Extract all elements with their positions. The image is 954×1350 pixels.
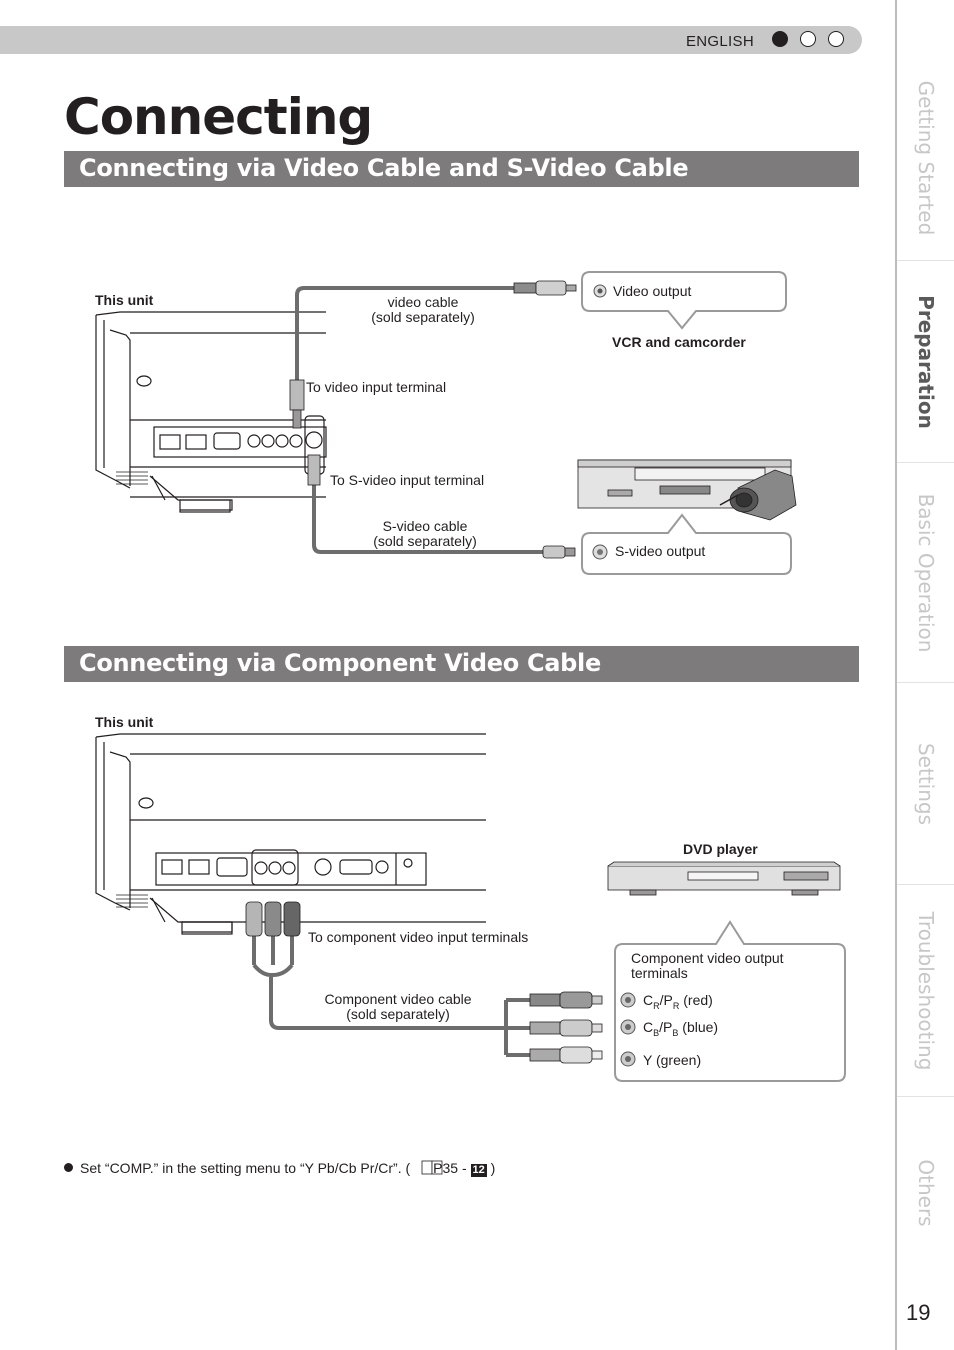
- svideo-cable-plug: [542, 545, 566, 559]
- section-heading-bar: Connecting via Component Video Cable: [64, 646, 859, 682]
- to-svideo-input-label: To S-video input terminal: [330, 472, 485, 488]
- tab-troubleshooting[interactable]: Troubleshooting: [897, 886, 954, 1097]
- component-plugs-projector: [245, 901, 301, 937]
- component-cable-label: Component video cable (sold separately): [318, 992, 478, 1022]
- tab-label: Settings: [913, 742, 938, 826]
- dvd-player-illustration: [607, 861, 841, 896]
- note-ref-number: 12: [470, 1164, 487, 1177]
- component-output-title: Component video output terminals: [631, 951, 784, 981]
- section-heading-video-svideo: Connecting via Video Cable and S-Video C…: [79, 154, 689, 182]
- component-cable: [252, 935, 532, 1057]
- header-bar: [0, 26, 862, 54]
- tab-settings[interactable]: Settings: [897, 684, 954, 885]
- component-jack-icons: [620, 992, 636, 1067]
- video-cable-label: video cable (sold separately): [364, 295, 482, 325]
- this-unit-label: This unit: [95, 714, 154, 730]
- cb-pb-label: CB/PB (blue): [643, 1019, 719, 1038]
- page-indicator-dot-active: [772, 31, 788, 47]
- video-cable: [295, 286, 515, 400]
- projector-illustration-1: [95, 311, 327, 513]
- video-cable-connector: [289, 379, 305, 411]
- svideo-cable-note: (sold separately): [373, 533, 477, 549]
- component-cable-name: Component video cable: [324, 991, 472, 1007]
- note-text: Set “COMP.” in the setting menu to “Y Pb…: [80, 1160, 411, 1176]
- svideo-output-callout: [581, 513, 792, 575]
- video-output-label: Video output: [613, 283, 692, 299]
- tab-basic-operation[interactable]: Basic Operation: [897, 464, 954, 683]
- page-indicator-dot: [800, 31, 816, 47]
- component-cable-note: (sold separately): [346, 1006, 450, 1022]
- setting-note: Set “COMP.” in the setting menu to “Y Pb…: [64, 1160, 495, 1177]
- camcorder-illustration: [719, 469, 797, 521]
- projector-illustration-2: [95, 733, 486, 935]
- video-cable-note: (sold separately): [371, 309, 475, 325]
- component-output-title-line2: terminals: [631, 965, 688, 981]
- tab-label: Preparation: [913, 295, 938, 429]
- to-video-input-label: To video input terminal: [306, 379, 447, 395]
- video-cable-plug: [513, 282, 537, 294]
- component-plugs-dvd: [529, 991, 603, 1064]
- cr-pr-label: CR/PR (red): [643, 992, 713, 1011]
- section-heading-bar: Connecting via Video Cable and S-Video C…: [64, 151, 859, 187]
- tab-label: Basic Operation: [913, 493, 938, 653]
- bullet-icon: [64, 1163, 73, 1172]
- note-ref-page[interactable]: P35 -: [433, 1160, 471, 1176]
- tab-others[interactable]: Others: [897, 1098, 954, 1288]
- svideo-output-label: S-video output: [615, 543, 706, 559]
- sidebar-divider: [895, 0, 897, 1350]
- tab-preparation[interactable]: Preparation: [897, 262, 954, 463]
- y-green-label: Y (green): [643, 1052, 702, 1068]
- section-heading-component: Connecting via Component Video Cable: [79, 649, 601, 677]
- tab-label: Troubleshooting: [913, 911, 938, 1071]
- tab-label: Getting Started: [913, 80, 938, 235]
- this-unit-label: This unit: [95, 292, 154, 308]
- vcr-camcorder-label: VCR and camcorder: [612, 334, 746, 350]
- page-title: Connecting: [64, 88, 373, 146]
- tab-getting-started[interactable]: Getting Started: [897, 55, 954, 261]
- book-ref-icon: [421, 1160, 443, 1175]
- language-label: ENGLISH: [686, 33, 754, 50]
- page-indicator-dot: [828, 31, 844, 47]
- projector-vents-2: [116, 894, 148, 908]
- video-cable-name: video cable: [387, 294, 459, 310]
- tab-label: Others: [913, 1159, 938, 1227]
- svideo-cable-name: S-video cable: [382, 518, 468, 534]
- page-number: 19: [906, 1300, 931, 1325]
- svideo-cable-connector: [307, 454, 321, 486]
- svideo-cable: [312, 485, 545, 554]
- component-output-title-line1: Component video output: [631, 950, 784, 966]
- video-output-callout: [581, 271, 787, 330]
- component-output-callout: [614, 920, 846, 1082]
- projector-vents-1: [116, 471, 148, 485]
- to-component-input-label: To component video input terminals: [308, 929, 529, 945]
- video-cable-plug: [535, 280, 567, 296]
- note-close: ): [486, 1160, 496, 1176]
- svideo-cable-label: S-video cable (sold separately): [365, 519, 485, 549]
- dvd-player-label: DVD player: [683, 841, 758, 857]
